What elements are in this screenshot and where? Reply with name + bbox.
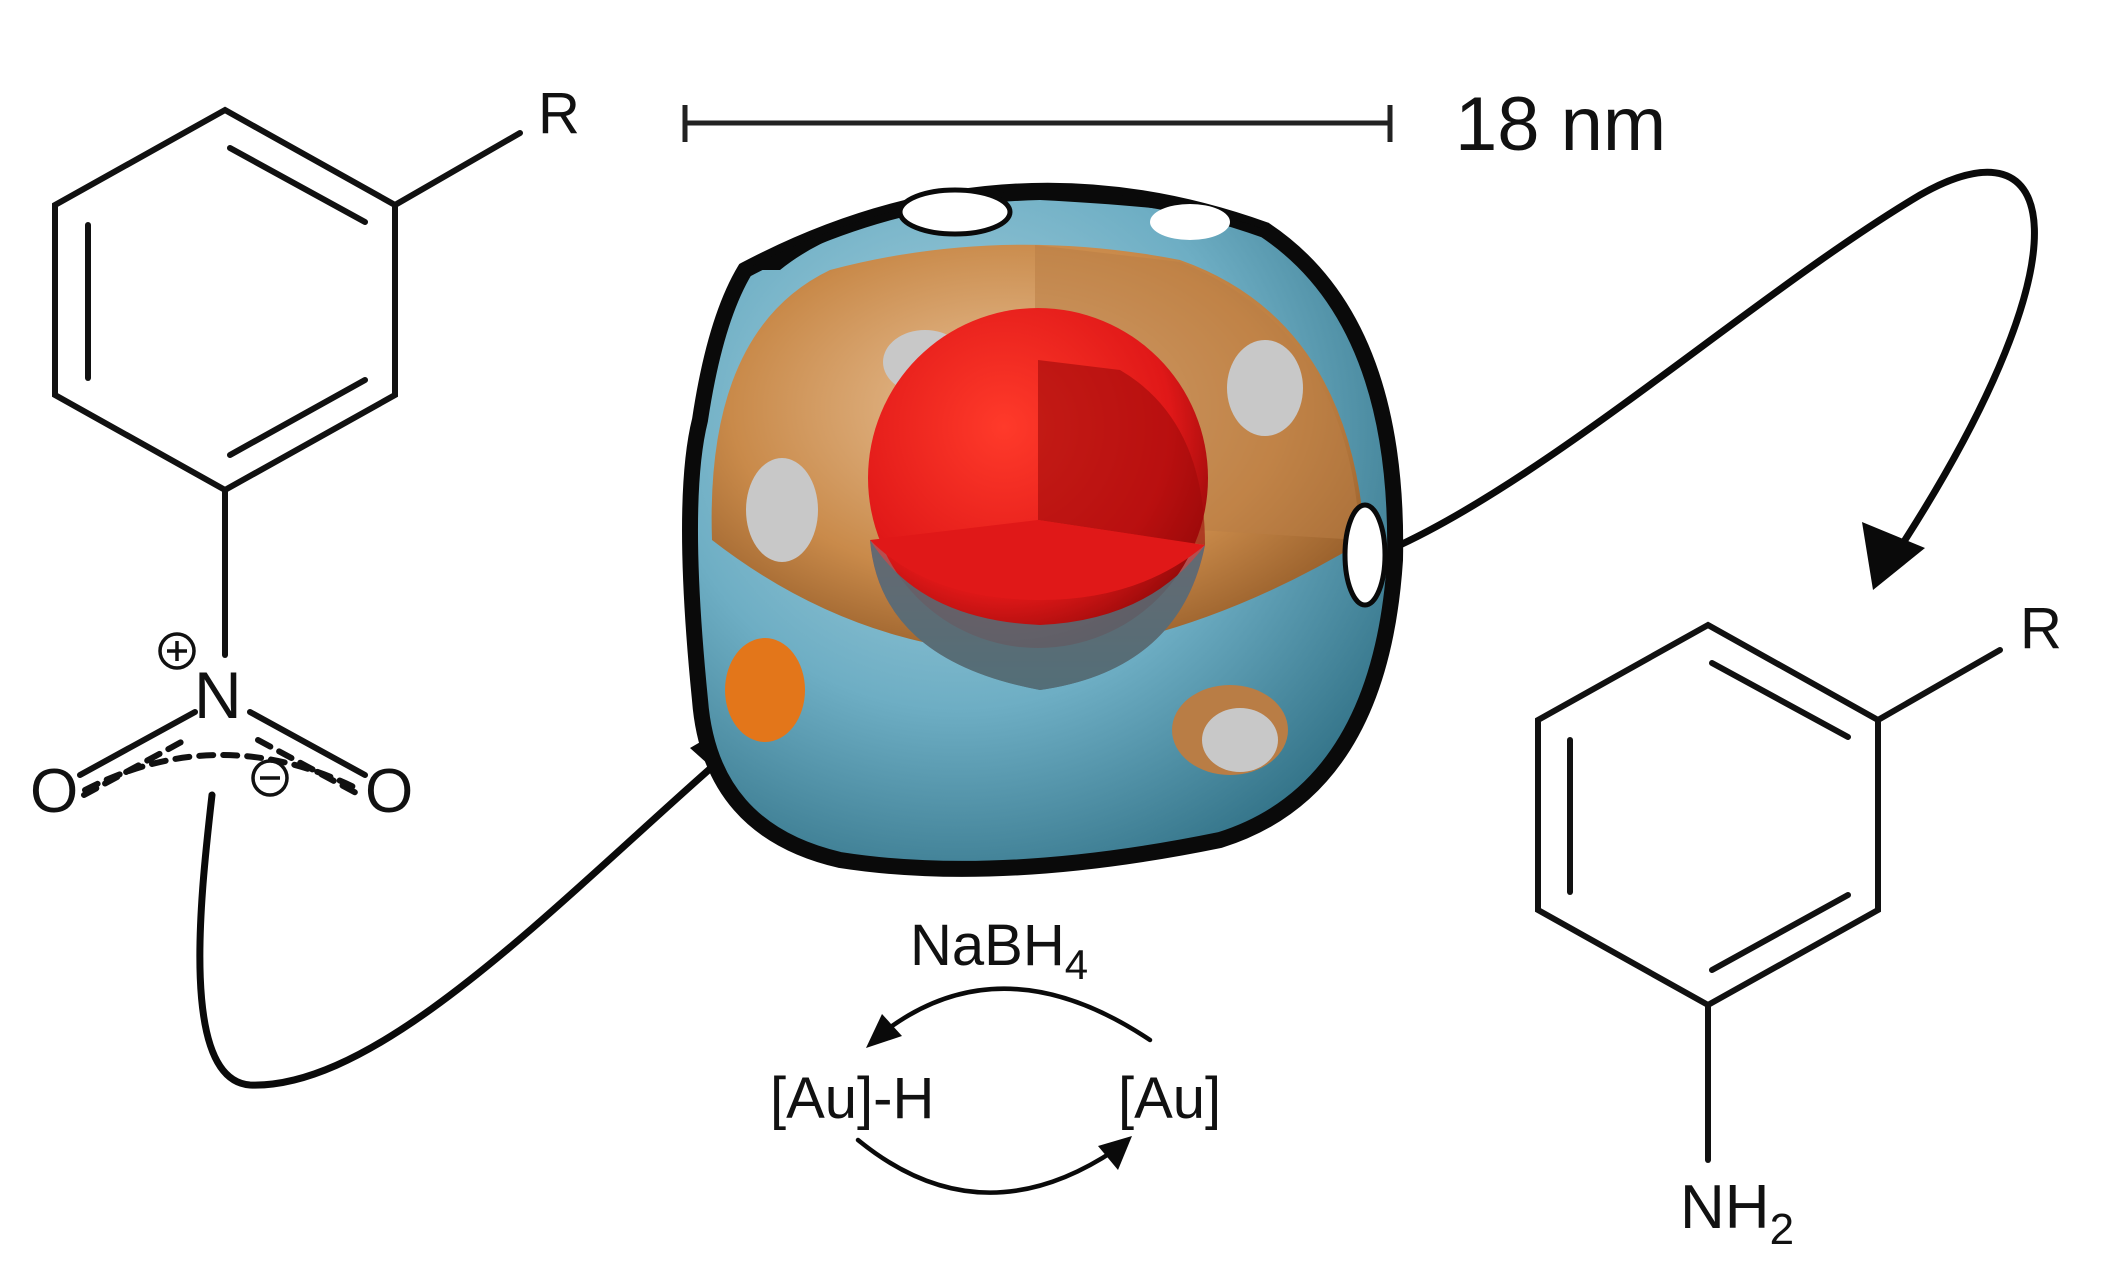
nitro-oxygen-bonds: [77, 709, 368, 798]
scale-bar-label: 18 nm: [1455, 82, 1666, 167]
arrow-particle-to-product-icon: [1396, 168, 2038, 590]
cycle-upper-arrow-icon: [866, 986, 1153, 1048]
yolk-shell-nanoparticle: [682, 182, 1404, 877]
gold-hydride-label: [Au]-H: [770, 1066, 934, 1131]
cycle-lower-arrow-icon: [855, 1136, 1132, 1195]
product-r-label: R: [2020, 596, 2062, 661]
amine-label: NH2: [1680, 1173, 1794, 1254]
shell-pore: [746, 458, 818, 562]
reductant-label: NaBH4: [910, 913, 1088, 988]
shell-pore: [1342, 502, 1388, 608]
gold-label: [Au]: [1118, 1066, 1221, 1131]
scale-bar: 18 nm: [682, 82, 1666, 167]
nitro-oxygen-right-label: O: [365, 757, 413, 826]
shell-pore: [897, 187, 1013, 237]
shell-pore: [1150, 204, 1230, 240]
catalytic-cycle: NaBH4 [Au]-H [Au]: [770, 913, 1221, 1195]
product-aniline: R NH2: [1535, 596, 2062, 1254]
reactant-benzene-ring: [52, 106, 523, 658]
nitro-oxygen-left-label: O: [30, 757, 78, 826]
minus-charge-icon: [251, 759, 289, 797]
shell-pore: [725, 638, 805, 742]
shell-pore: [1227, 340, 1303, 436]
plus-charge-icon: [158, 632, 196, 670]
nitro-nitrogen-label: N: [194, 658, 242, 732]
reactant-r-label: R: [538, 81, 580, 146]
reactant-nitrobenzene: R N O O: [30, 81, 580, 826]
product-benzene-ring: [1535, 621, 2003, 1163]
